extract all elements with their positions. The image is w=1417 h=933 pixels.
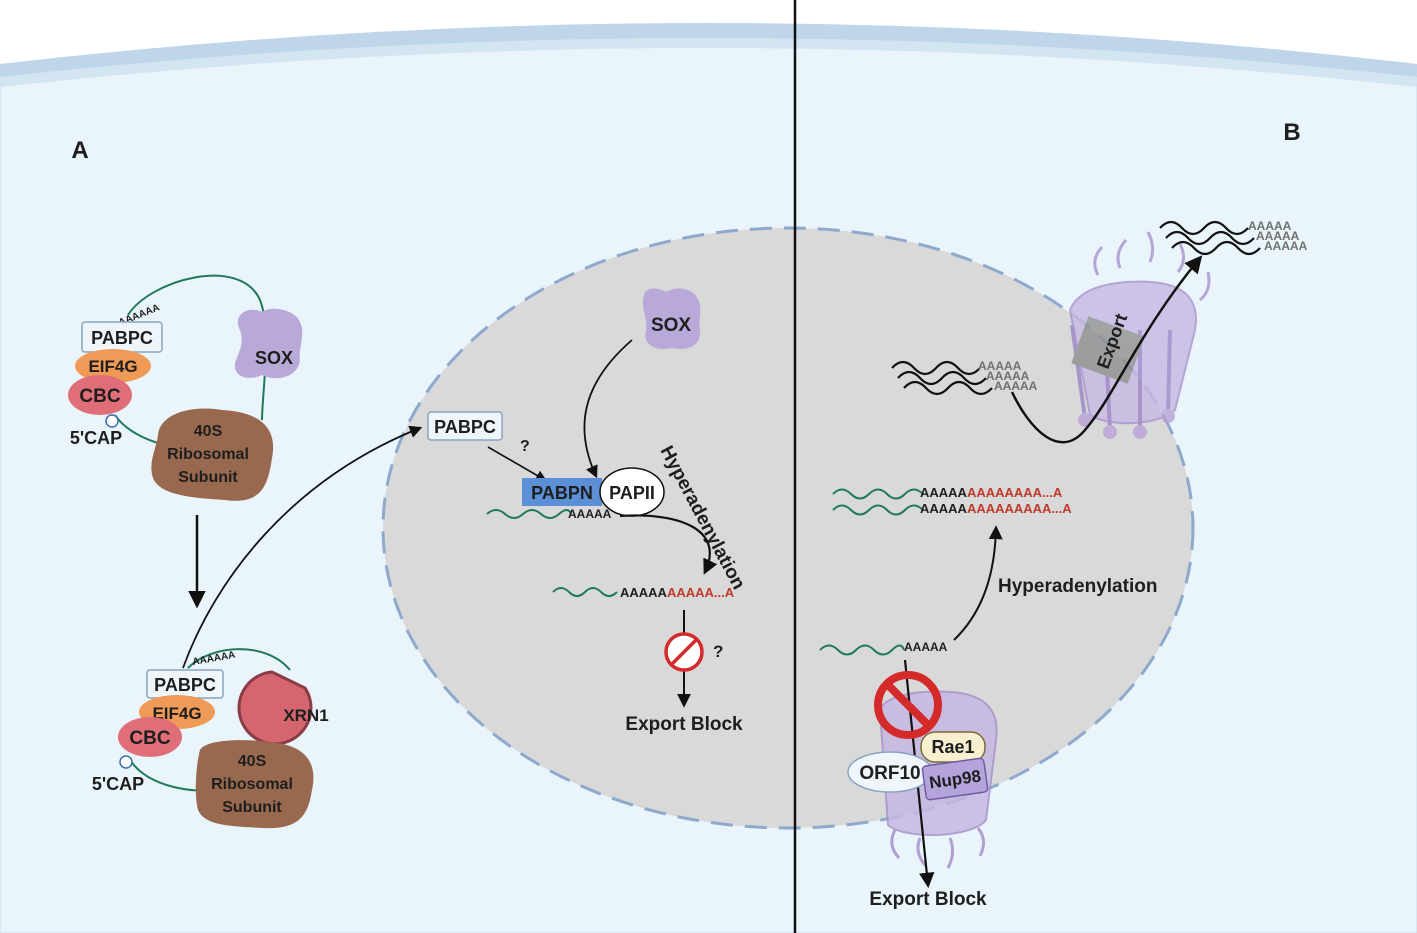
hyperadenylation-label-b: Hyperadenylation xyxy=(998,576,1157,597)
exported-polya-3: AAAAA xyxy=(1264,239,1308,253)
block-icon-a-slash xyxy=(670,638,698,666)
nuclear-pore-top xyxy=(1068,231,1211,439)
pabpn-protein xyxy=(522,478,602,506)
xrn1-label: XRN1 xyxy=(283,706,328,725)
sox-to-papii-arrow xyxy=(583,339,633,479)
question-mark-2: ? xyxy=(713,642,723,661)
hyper-product-black: AAAAAAAAAA...A xyxy=(620,585,735,600)
papii-label: PAPII xyxy=(609,483,655,503)
eif4g-protein xyxy=(75,349,151,383)
nuclear-sox-protein xyxy=(642,288,701,350)
cap-icon-bottom xyxy=(119,755,133,769)
nucleus xyxy=(383,228,1193,828)
cell-membrane xyxy=(0,23,1417,80)
panel-a-label: A xyxy=(71,137,88,164)
nuclear-sox-label: SOX xyxy=(651,315,691,336)
base-polya-b: AAAAA xyxy=(904,640,948,654)
panel-b-label: B xyxy=(1283,119,1300,146)
mrna-loop-bottom xyxy=(187,648,291,671)
cbc-protein xyxy=(68,375,132,415)
ribosome-line-2: Ribosomal xyxy=(167,446,249,463)
export-path-arrow xyxy=(1010,255,1203,444)
orf10-label: ORF10 xyxy=(859,763,920,784)
nuclear-polya-3: AAAAA xyxy=(994,379,1038,393)
hyper-product-b-1: AAAAAAAAAAAAA...A xyxy=(920,485,1063,500)
ribosome-bottom-line-1: 40S xyxy=(238,753,267,770)
xrn1-protein xyxy=(237,670,313,746)
pabpc-to-pabpn-arrow xyxy=(487,446,547,482)
exported-polya-2: AAAAA xyxy=(1256,229,1300,243)
hyperadenylation-arrow-b xyxy=(953,525,1003,641)
bottom-decay-complex: AAAAAA PABPC EIF4G CBC 5'CAP XRN1 40S Ri… xyxy=(92,648,329,829)
nup98-protein xyxy=(921,757,989,801)
rae1-label: Rae1 xyxy=(931,737,974,757)
cap-label-bottom: 5'CAP xyxy=(92,774,144,794)
nuclear-polya: AAAAA xyxy=(568,507,612,521)
export-block-label-a: Export Block xyxy=(625,714,743,735)
block-icon-b xyxy=(874,671,942,739)
eif4g-label-bottom: EIF4G xyxy=(152,704,201,723)
nuclear-envelope xyxy=(381,226,1195,830)
hyperadenylation-arrow-a xyxy=(619,514,718,575)
nuclear-pabpc xyxy=(427,411,503,441)
sox-protein xyxy=(234,308,303,379)
cbc-label: CBC xyxy=(79,386,120,407)
panel-b-events: AAAAA AAAAA AAAAA Export AAAAA AAAAA AAA… xyxy=(819,219,1308,910)
nuclear-pore-blocked xyxy=(878,690,998,869)
ribosome-40s-bottom xyxy=(195,740,314,829)
exported-mrna: AAAAA AAAAA AAAAA xyxy=(1159,219,1308,256)
cbc-label-bottom: CBC xyxy=(129,728,170,749)
export-block-label-b: Export Block xyxy=(869,889,987,910)
hyper-mrna-a xyxy=(552,587,618,597)
ribosome-line-1: 40S xyxy=(194,423,223,440)
nuclear-mrna-b: AAAAA AAAAA AAAAA xyxy=(891,359,1038,396)
hyper-mrna-b-1 xyxy=(832,488,924,500)
nuclear-polya-1: AAAAA xyxy=(978,359,1022,373)
cbc-protein-bottom xyxy=(118,717,182,757)
nuclear-mrna xyxy=(486,509,572,519)
base-mrna-b xyxy=(819,644,905,656)
hyper-mrna-b-2 xyxy=(832,504,924,516)
ribosome-line-3: Subunit xyxy=(178,469,238,486)
pabpc-relocation-arrow xyxy=(182,425,423,669)
sox-label: SOX xyxy=(255,348,293,368)
ribosome-40s xyxy=(151,408,274,501)
nuclear-polya-2: AAAAA xyxy=(986,369,1030,383)
cap-icon xyxy=(105,414,119,428)
top-translation-complex: AAAAAA PABPC EIF4G CBC 5'CAP SOX 40S Rib… xyxy=(68,274,303,501)
nuclear-pabpc-label: PABPC xyxy=(434,417,496,437)
pabpc-label-bottom: PABPC xyxy=(154,675,216,695)
hyper-product-b-2: AAAAAAAAAAAAAA...A xyxy=(920,501,1072,516)
question-mark-1: ? xyxy=(520,438,530,455)
block-icon-b-slash xyxy=(885,682,931,728)
ribosome-bottom-line-2: Ribosomal xyxy=(211,776,293,793)
exported-polya-1: AAAAA xyxy=(1248,219,1292,233)
ribosome-bottom-line-3: Subunit xyxy=(222,799,282,816)
eif4g-label: EIF4G xyxy=(88,357,137,376)
cap-label: 5'CAP xyxy=(70,428,122,448)
pabpc-label: PABPC xyxy=(91,328,153,348)
mrna-loop xyxy=(127,274,267,421)
pabpn-label: PABPN xyxy=(531,483,593,503)
